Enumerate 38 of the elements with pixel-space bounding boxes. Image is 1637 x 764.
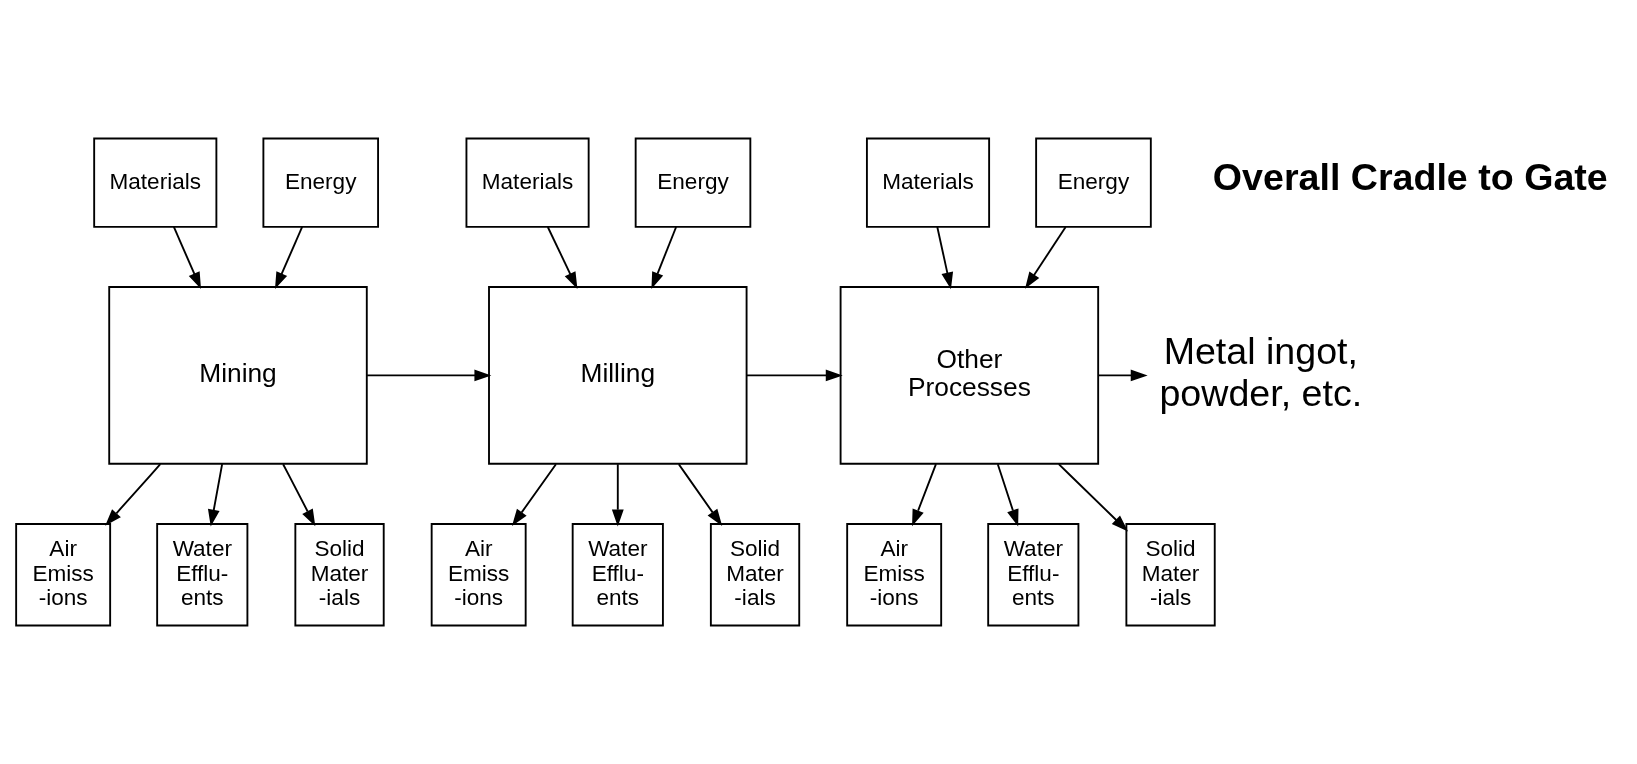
node-box: Milling <box>488 286 748 465</box>
node-box: Other Processes <box>839 286 1100 465</box>
node-box: Air Emiss -ions <box>846 523 943 627</box>
node-box: Water Efflu- ents <box>156 523 249 627</box>
arrow <box>207 463 224 527</box>
node-box: Energy <box>1035 137 1152 228</box>
node-box: Air Emiss -ions <box>15 523 112 627</box>
node-box: Solid Mater -ials <box>709 523 801 627</box>
arrow <box>1057 463 1129 532</box>
arrow <box>611 463 624 527</box>
arrow <box>745 369 843 382</box>
arrow <box>105 463 162 526</box>
node-box: Materials <box>93 137 218 228</box>
node-box: Solid Mater -ials <box>1125 523 1216 627</box>
arrow <box>275 226 304 290</box>
arrow <box>511 463 557 527</box>
arrow <box>1025 226 1067 289</box>
node-text: Metal ingot, powder, etc. <box>1159 330 1363 414</box>
arrow <box>282 463 316 527</box>
node-box: Water Efflu- ents <box>987 523 1080 627</box>
arrow <box>912 463 937 527</box>
arrow <box>172 226 201 290</box>
arrow <box>651 226 678 290</box>
node-box: Mining <box>108 286 368 465</box>
arrow <box>677 463 723 527</box>
node-box: Air Emiss -ions <box>430 523 527 627</box>
node-box: Energy <box>262 137 379 228</box>
node-box: Solid Mater -ials <box>294 523 385 627</box>
arrow <box>996 463 1019 527</box>
node-box: Materials <box>465 137 590 228</box>
arrow <box>1097 369 1148 382</box>
label: Overall Cradle to Gate <box>1212 156 1608 199</box>
node-box: Materials <box>865 137 991 228</box>
node-box: Energy <box>634 137 752 228</box>
arrow <box>366 369 492 382</box>
node-box: Water Efflu- ents <box>571 523 664 627</box>
arrow <box>936 226 954 290</box>
arrow <box>546 226 578 289</box>
